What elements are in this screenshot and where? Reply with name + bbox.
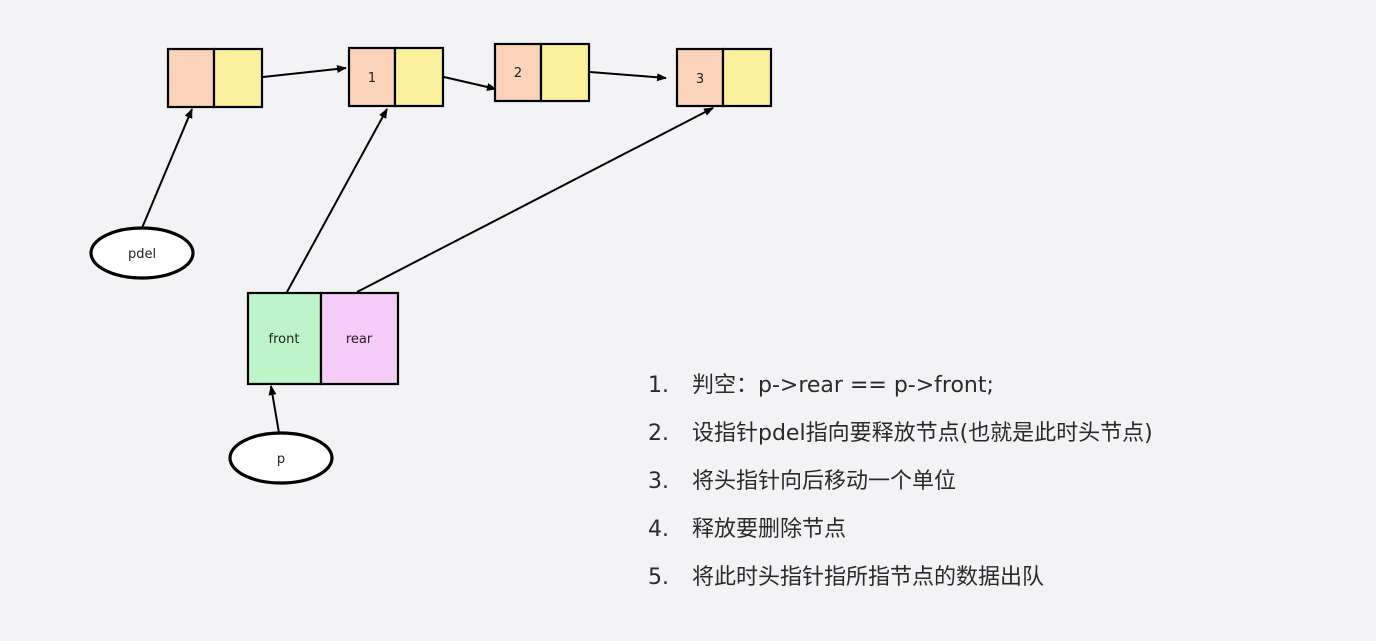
front-cell	[246, 291, 323, 386]
node-3: 3	[675, 47, 773, 108]
node-2-next-cell	[539, 42, 591, 103]
node-head	[166, 47, 264, 109]
node-head-data-cell	[166, 47, 216, 109]
node-2: 2	[493, 42, 591, 103]
node-1-value: 1	[368, 71, 376, 86]
rear-cell	[319, 291, 400, 386]
pdel-label: pdel	[128, 247, 156, 262]
step-item: 1. 判空：p->rear == p->front;	[648, 365, 1153, 413]
step-text: 将此时头指针指所指节点的数据出队	[692, 565, 1045, 590]
edge-front-to-node1	[286, 108, 388, 293]
dequeue-steps-list: 1. 判空：p->rear == p->front; 2. 设指针pdel指向要释放…	[648, 365, 1153, 605]
step-number: 3.	[648, 469, 669, 494]
step-number: 1.	[648, 373, 669, 398]
node-1-next-cell	[393, 46, 445, 108]
node-2-value: 2	[514, 66, 522, 81]
edge-p-to-queue	[268, 385, 280, 434]
step-number: 4.	[648, 517, 669, 542]
step-text: 判空：p->rear == p->front;	[692, 373, 994, 398]
step-number: 2.	[648, 421, 669, 446]
edge-node1-to-node2	[443, 76, 497, 91]
p-oval	[228, 431, 334, 485]
step-number: 5.	[648, 565, 669, 590]
node-3-next-cell	[721, 47, 773, 108]
edge-pdel-to-head	[141, 108, 193, 229]
step-item: 4. 释放要删除节点	[648, 509, 1153, 557]
rear-label: rear	[346, 332, 373, 347]
edge-head-to-node1	[262, 64, 347, 78]
step-text: 释放要删除节点	[692, 517, 847, 542]
queue-struct: front rear	[246, 291, 400, 386]
node-3-value: 3	[696, 72, 704, 87]
edge-rear-to-node3	[356, 107, 714, 293]
edge-node2-to-node3	[589, 71, 667, 82]
node-1-data-cell	[347, 46, 397, 108]
node-head-next-cell	[212, 47, 264, 109]
node-2-data-cell	[493, 42, 543, 103]
p-pointer: p	[228, 431, 334, 485]
step-text: 设指针pdel指向要释放节点(也就是此时头节点)	[692, 421, 1153, 446]
step-text: 将头指针向后移动一个单位	[692, 469, 957, 494]
front-label: front	[269, 332, 300, 347]
step-item: 3. 将头指针向后移动一个单位	[648, 461, 1153, 509]
pdel-pointer: pdel	[89, 226, 195, 280]
p-label: p	[277, 452, 285, 467]
pdel-oval	[89, 226, 195, 280]
step-item: 2. 设指针pdel指向要释放节点(也就是此时头节点)	[648, 413, 1153, 461]
step-item: 5. 将此时头指针指所指节点的数据出队	[648, 557, 1153, 605]
node-1: 1	[347, 46, 445, 108]
